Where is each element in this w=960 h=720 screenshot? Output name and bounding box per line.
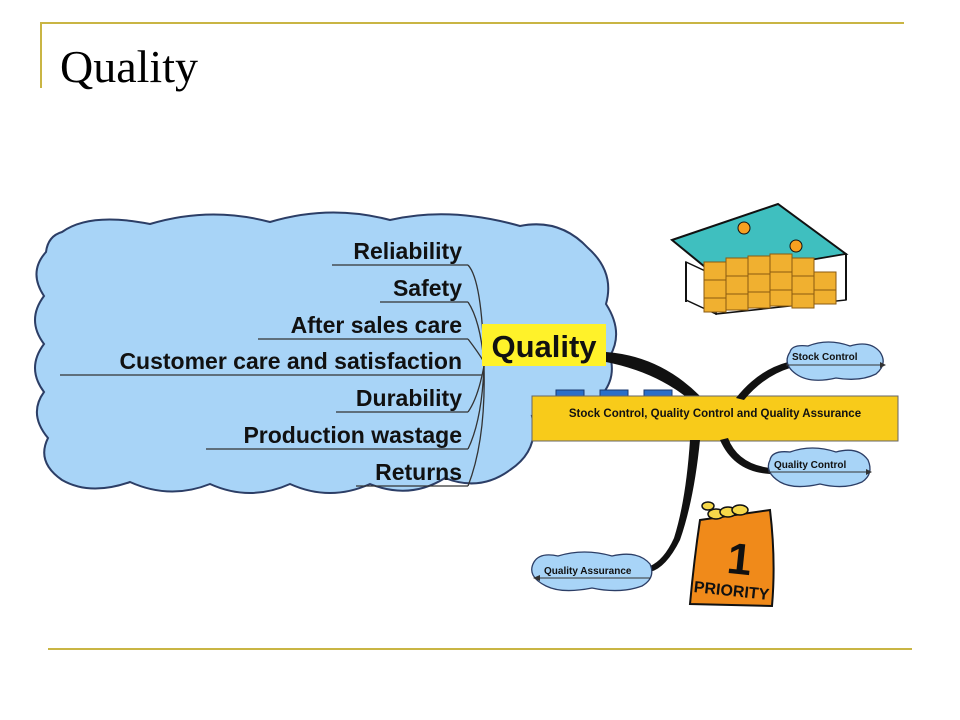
stock-control-arrowhead [880,362,886,368]
branch-lines [650,362,790,572]
factor-reliability: Reliability [353,238,462,264]
slide-title: Quality [60,41,198,92]
warehouse-illustration [669,202,849,316]
factor-customer-care: Customer care and satisfaction [119,348,462,374]
quality-assurance-arrowhead [533,575,540,581]
quality-control-arrowhead [866,469,872,475]
factor-safety: Safety [393,275,462,301]
factor-production-wastage: Production wastage [243,422,462,448]
quality-assurance-cloud [531,551,653,592]
factor-returns: Returns [375,459,462,485]
priority-number: 1 [725,534,754,585]
branch-quality-assurance: Quality Assurance [544,566,632,577]
calendar-rings-icon [701,501,749,520]
branch-quality-control: Quality Control [774,460,846,471]
frame-bottom-line [48,648,912,650]
swoosh-connector [606,352,700,400]
factor-durability: Durability [356,385,462,411]
priority-calendar-illustration: 1 PRIORITY [688,501,775,608]
summary-banner [531,395,899,442]
factor-after-sales-care: After sales care [291,312,462,338]
frame-left-line [40,22,42,88]
central-node-highlight [482,324,606,366]
frame-top-line [40,22,904,24]
branch-stock-control: Stock Control [792,352,858,363]
central-node-label: Quality [491,329,597,364]
summary-banner-text: Stock Control, Quality Control and Quali… [569,408,861,420]
factors-cloud [34,211,617,494]
factor-labels: Reliability Safety After sales care Cust… [119,238,462,485]
factor-underlines [60,264,482,487]
